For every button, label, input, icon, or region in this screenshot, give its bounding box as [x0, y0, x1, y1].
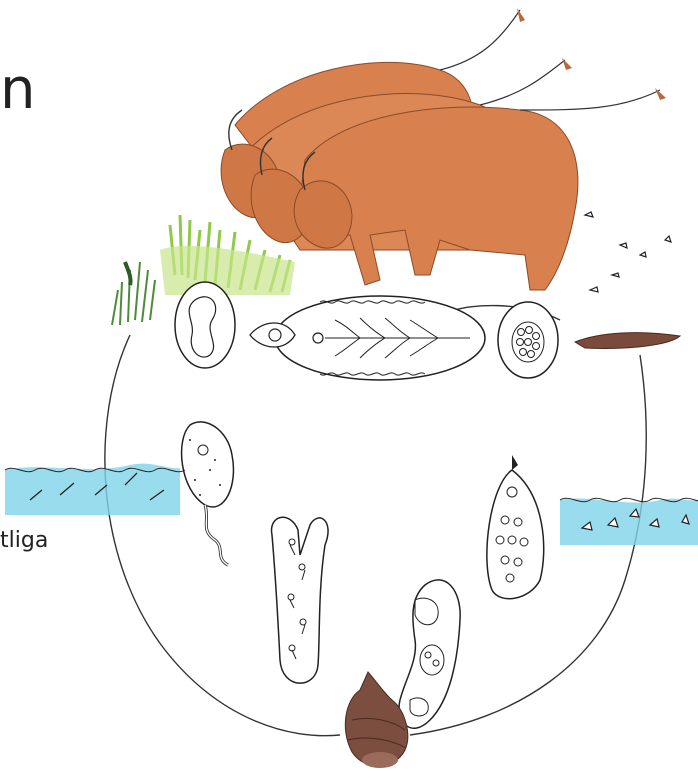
- snail: [345, 672, 407, 768]
- label-fragment: tliga: [0, 528, 48, 553]
- redia: [399, 580, 460, 728]
- cattle-illustration: [221, 8, 666, 290]
- title-fragment: n: [0, 57, 36, 122]
- metacercaria-cyst: [175, 282, 235, 368]
- water-with-cercariae: [560, 498, 698, 545]
- cercaria-redia: [487, 455, 544, 599]
- adult-fluke: [250, 296, 485, 380]
- sporocyst: [272, 517, 329, 683]
- dung: [575, 212, 680, 348]
- water-with-miracidia: [5, 464, 185, 515]
- miracidium: [182, 422, 234, 565]
- egg: [498, 302, 558, 378]
